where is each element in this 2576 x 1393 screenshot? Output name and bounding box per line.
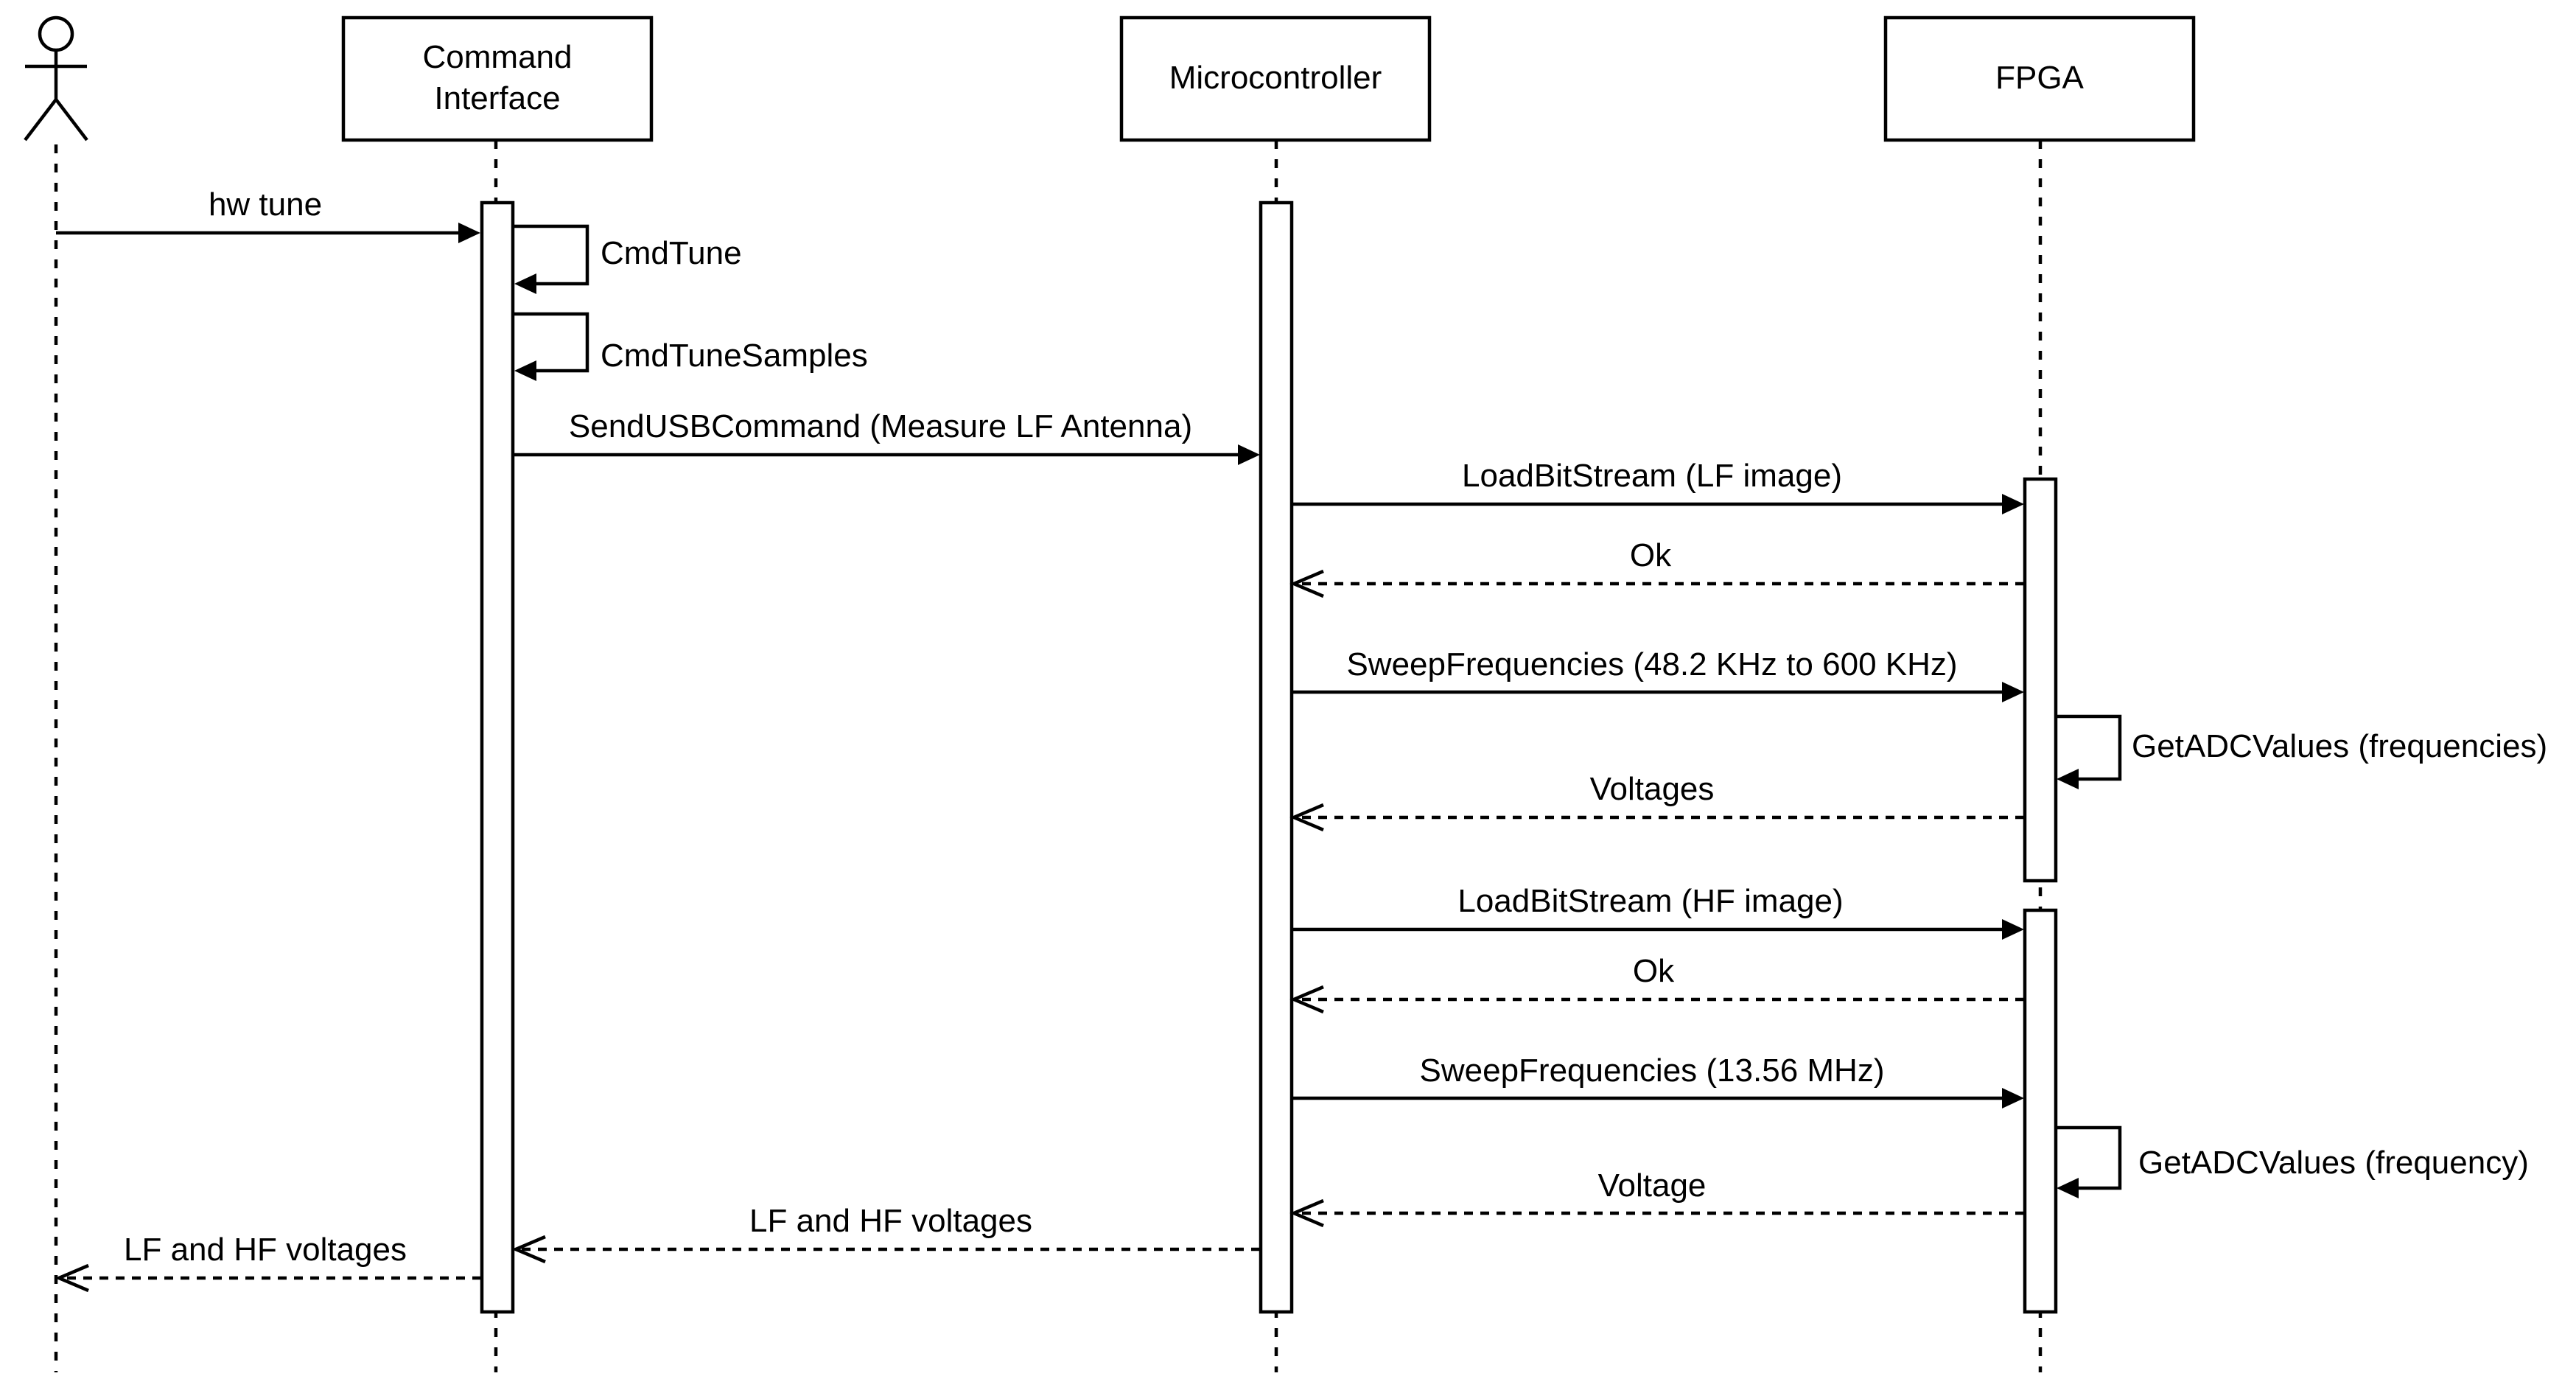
message-cmd-tune-samples: CmdTuneSamples bbox=[514, 312, 868, 381]
message-load-bitstream-hf-label: LoadBitStream (HF image) bbox=[1457, 883, 1843, 919]
message-cmd-tune-label: CmdTune bbox=[601, 235, 742, 271]
message-load-bitstream-lf-label: LoadBitStream (LF image) bbox=[1462, 458, 1842, 494]
message-hw-tune: hw tune bbox=[56, 186, 480, 243]
message-lf-hf-voltages-to-actor-label: LF and HF voltages bbox=[124, 1232, 407, 1268]
message-voltages: Voltages bbox=[1289, 771, 2024, 832]
message-ok-lf: Ok bbox=[1289, 537, 2024, 598]
participant-microcontroller: Microcontroller bbox=[1119, 15, 1432, 142]
participant-command-interface-line1: Command bbox=[423, 39, 573, 75]
fpga-activation-hf bbox=[2023, 908, 2058, 1314]
message-ok-hf: Ok bbox=[1289, 953, 2024, 1014]
actor-left-leg bbox=[24, 98, 57, 142]
message-sweep-hf-label: SweepFrequencies (13.56 MHz) bbox=[1420, 1052, 1885, 1089]
message-voltages-label: Voltages bbox=[1590, 771, 1715, 807]
fpga-activation-lf bbox=[2023, 477, 2058, 883]
message-sweep-lf-label: SweepFrequencies (48.2 KHz to 600 KHz) bbox=[1346, 646, 1957, 682]
message-lf-hf-voltages-to-actor: LF and HF voltages bbox=[55, 1232, 481, 1293]
microcontroller-activation bbox=[1259, 200, 1294, 1314]
participant-command-interface: Command Interface bbox=[341, 15, 654, 142]
message-load-bitstream-hf: LoadBitStream (HF image) bbox=[1292, 883, 2024, 940]
message-cmd-tune-samples-label: CmdTuneSamples bbox=[601, 338, 868, 374]
command-interface-activation bbox=[480, 200, 515, 1314]
message-hw-tune-label: hw tune bbox=[209, 186, 322, 223]
message-get-adc-values-lf-label: GetADCValues (frequencies) bbox=[2132, 728, 2547, 764]
message-send-usb-command: SendUSBCommand (Measure LF Antenna) bbox=[514, 408, 1260, 465]
actor-head bbox=[38, 15, 74, 52]
participant-microcontroller-label: Microcontroller bbox=[1169, 60, 1382, 96]
actor-right-leg bbox=[55, 98, 88, 142]
message-ok-hf-label: Ok bbox=[1633, 953, 1675, 989]
participant-fpga-label: FPGA bbox=[1995, 60, 2084, 96]
message-get-adc-values-lf: GetADCValues (frequencies) bbox=[2057, 714, 2547, 789]
message-voltage-label: Voltage bbox=[1598, 1167, 1707, 1204]
message-send-usb-command-label: SendUSBCommand (Measure LF Antenna) bbox=[569, 408, 1192, 444]
message-cmd-tune: CmdTune bbox=[514, 224, 742, 294]
message-sweep-lf: SweepFrequencies (48.2 KHz to 600 KHz) bbox=[1292, 646, 2024, 702]
message-load-bitstream-lf: LoadBitStream (LF image) bbox=[1292, 458, 2024, 514]
message-lf-hf-voltages-to-ci: LF and HF voltages bbox=[511, 1203, 1260, 1264]
message-get-adc-values-hf-label: GetADCValues (frequency) bbox=[2138, 1145, 2529, 1181]
message-lf-hf-voltages-to-ci-label: LF and HF voltages bbox=[749, 1203, 1032, 1239]
participant-command-interface-line2: Interface bbox=[434, 80, 560, 116]
message-ok-lf-label: Ok bbox=[1630, 537, 1672, 573]
message-sweep-hf: SweepFrequencies (13.56 MHz) bbox=[1292, 1052, 2024, 1109]
participant-fpga: FPGA bbox=[1883, 15, 2196, 142]
message-voltage: Voltage bbox=[1289, 1167, 2024, 1228]
actor bbox=[24, 15, 88, 142]
message-get-adc-values-hf: GetADCValues (frequency) bbox=[2057, 1125, 2529, 1198]
